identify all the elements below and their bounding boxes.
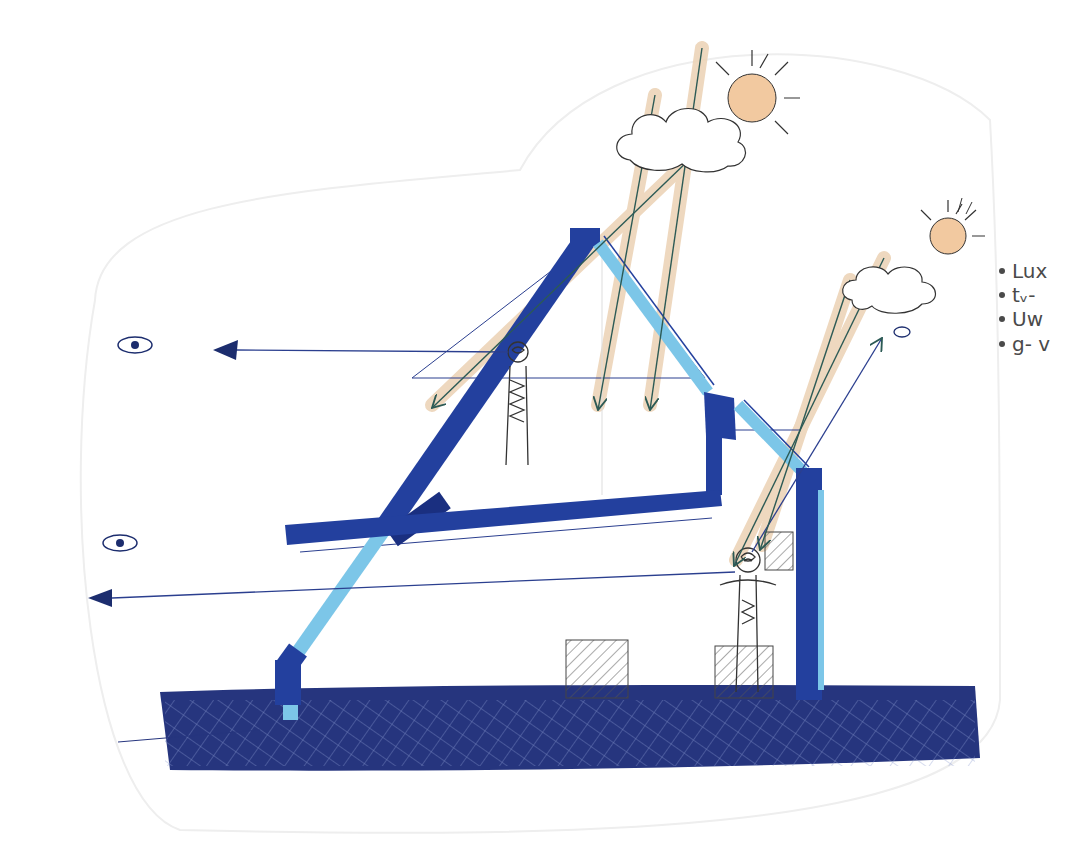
furniture: [715, 646, 773, 698]
light-ray: [760, 280, 850, 550]
sun-rays: [921, 200, 985, 236]
cloud: [617, 109, 746, 172]
picture-frame: [765, 532, 793, 570]
person-head: [508, 342, 528, 362]
ground-hatch: [165, 700, 975, 766]
list-bullets: [999, 268, 1005, 347]
person-body: [720, 575, 776, 692]
person: [720, 548, 776, 692]
sun-disc: [930, 218, 966, 254]
person: [506, 342, 528, 465]
sketch-marks: [958, 198, 972, 214]
bullet: [999, 268, 1005, 274]
eye-pupil: [116, 539, 124, 547]
head-scribble: [741, 553, 755, 561]
view-line: [112, 572, 735, 598]
light-rays: [432, 48, 884, 566]
wall-glass: [818, 490, 824, 690]
person-head: [736, 548, 760, 572]
property-label: g- v: [1012, 332, 1050, 356]
guide-line: [602, 240, 603, 495]
knee-wall: [706, 430, 722, 495]
eye-symbol: [103, 535, 137, 551]
house: [275, 228, 824, 720]
ridge: [570, 228, 600, 246]
property-label: tᵥ-: [1012, 283, 1035, 307]
property-label: Lux: [1012, 259, 1047, 283]
roof-slope: [386, 240, 585, 527]
light-ray: [650, 48, 702, 410]
view-line: [752, 338, 882, 552]
cloud: [843, 267, 936, 313]
sun: [921, 200, 985, 254]
view-arrowhead: [88, 589, 112, 607]
furniture: [566, 640, 628, 698]
property-label: Uw: [1012, 307, 1043, 331]
bullet: [999, 341, 1005, 347]
left-wall: [275, 660, 301, 705]
sun-disc: [728, 74, 776, 122]
window-edge: [604, 236, 714, 385]
head-scribble: [512, 347, 524, 353]
view-line: [236, 350, 508, 352]
person-body: [506, 366, 528, 465]
roof-window: [738, 405, 803, 472]
eye-symbol: [118, 337, 152, 353]
left-window: [283, 705, 298, 720]
eye-pupil: [131, 341, 139, 349]
view-lines: [88, 327, 910, 607]
light-ray: [432, 128, 722, 408]
ground-stroke: [118, 730, 260, 742]
ceiling-line: [412, 378, 705, 379]
sketch-outline: [81, 54, 1000, 833]
view-arrowhead: [213, 340, 238, 360]
bullet: [999, 292, 1005, 298]
eye-symbol: [894, 327, 910, 337]
upper-floor-slab: [285, 490, 722, 545]
bullet: [999, 316, 1005, 322]
